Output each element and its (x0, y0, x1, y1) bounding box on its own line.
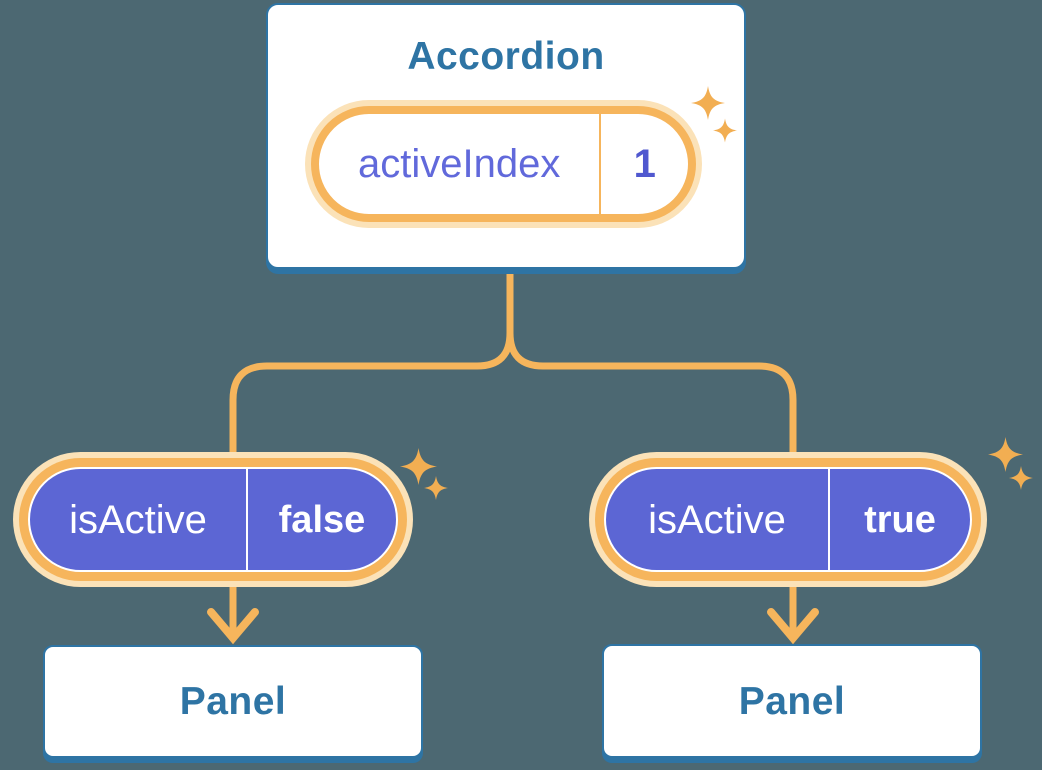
state-pill-value-segment: 1 (601, 114, 688, 214)
prop-pill-value: true (864, 498, 936, 541)
panel-card-left: Panel (43, 645, 423, 758)
accordion-title: Accordion (407, 35, 605, 78)
prop-pill-label-segment: isActive (30, 469, 246, 570)
state-pill-label-segment: activeIndex (319, 114, 599, 214)
arrow-down-icon (207, 608, 259, 645)
prop-pill-label-segment: isActive (606, 469, 828, 570)
sparkle-icon (691, 85, 725, 121)
state-pill: activeIndex 1 (311, 106, 696, 222)
connector-left-branch (229, 273, 514, 632)
connector-right-branch (506, 273, 797, 632)
prop-pill-label: isActive (648, 497, 786, 542)
prop-pill-false: isActive false (28, 467, 398, 572)
sparkle-small-icon (713, 118, 737, 143)
prop-pill-true: isActive true (604, 467, 972, 572)
pill-divider (599, 114, 602, 214)
state-pill-value: 1 (633, 142, 656, 186)
sparkle-icon (988, 437, 1023, 472)
prop-pill-value: false (278, 498, 366, 541)
sparkle-small-icon (1009, 466, 1033, 490)
prop-pill-value-segment: false (248, 469, 396, 570)
sparkle-small-icon (424, 476, 448, 500)
state-pill-label: activeIndex (358, 142, 561, 186)
pill-divider (828, 469, 831, 570)
prop-pill-value-segment: true (830, 469, 970, 570)
panel-title: Panel (738, 679, 846, 723)
arrow-down-icon (767, 608, 819, 645)
sparkle-icon (400, 448, 437, 485)
panel-card-right: Panel (602, 644, 982, 758)
panel-title: Panel (179, 680, 287, 723)
pill-divider (245, 469, 248, 570)
prop-pill-label: isActive (69, 497, 207, 542)
